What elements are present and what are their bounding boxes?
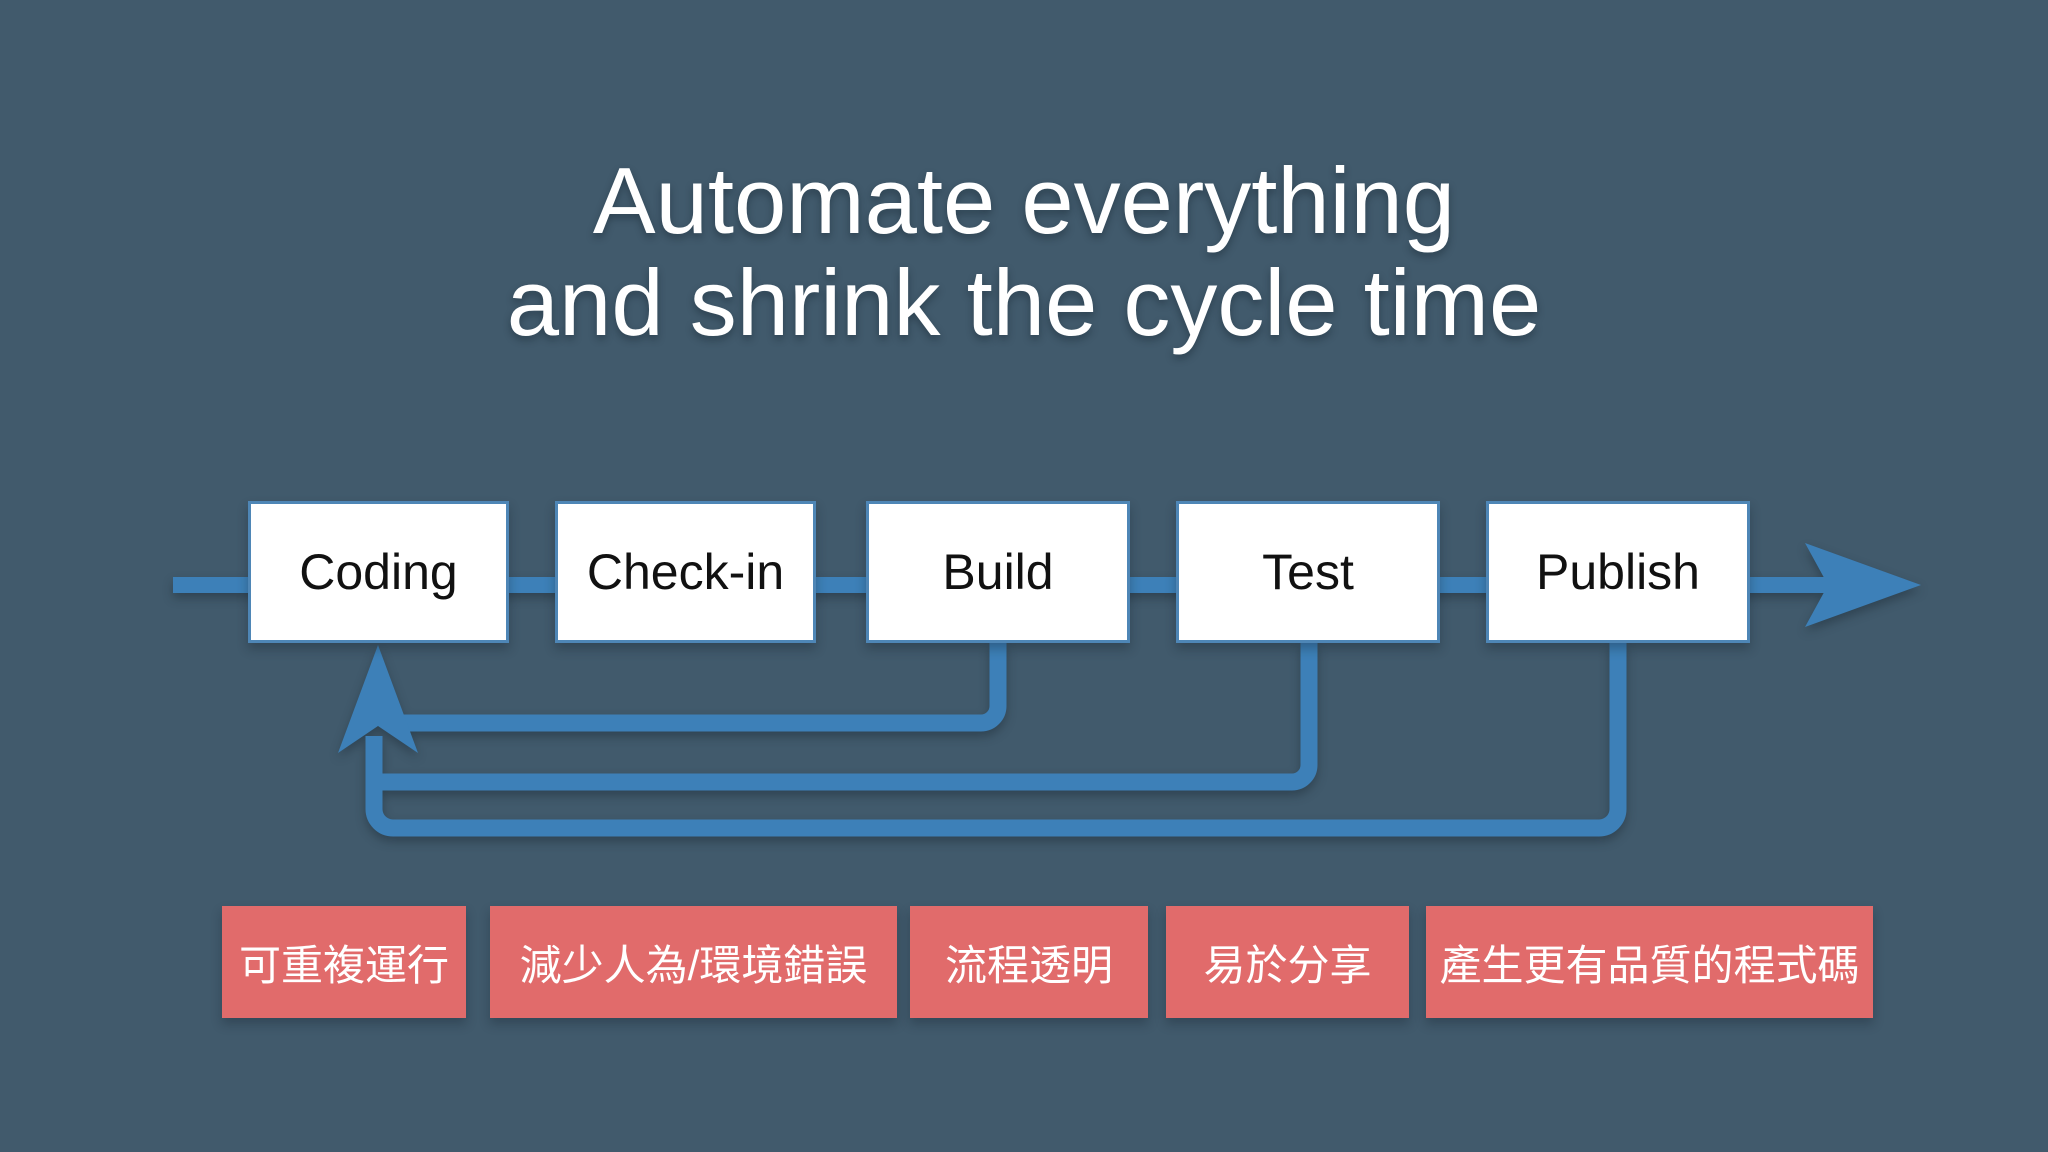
feedback-path-build xyxy=(398,643,1007,732)
benefit-label: 可重複運行 xyxy=(238,941,449,989)
title-line-2: and shrink the cycle time xyxy=(506,250,1542,356)
benefit-box-transparent-process: 流程透明 xyxy=(910,906,1148,1018)
stage-label: Check-in xyxy=(586,544,785,600)
benefit-box-better-code-quality: 產生更有品質的程式碼 xyxy=(1426,906,1873,1018)
benefit-label: 易於分享 xyxy=(1203,941,1372,989)
benefit-label: 流程透明 xyxy=(944,941,1113,989)
benefit-label: 減少人為/環境錯誤 xyxy=(519,941,868,989)
stage-box-coding: Coding xyxy=(248,501,509,643)
benefit-box-fewer-errors: 減少人為/環境錯誤 xyxy=(490,906,897,1018)
feedback-path-test xyxy=(378,643,1318,791)
stage-box-publish: Publish xyxy=(1486,501,1750,643)
feedback-arrowhead-icon xyxy=(338,645,418,753)
stage-label: Test xyxy=(1262,544,1354,600)
stage-label: Publish xyxy=(1536,544,1700,600)
title-line-1: Automate everything xyxy=(592,148,1456,253)
benefit-box-easy-sharing: 易於分享 xyxy=(1166,906,1409,1018)
benefit-box-repeatable: 可重複運行 xyxy=(222,906,466,1018)
benefit-label: 產生更有品質的程式碼 xyxy=(1439,941,1860,989)
feedback-path-publish xyxy=(365,643,1627,837)
stage-box-build: Build xyxy=(866,501,1130,643)
stage-box-check-in: Check-in xyxy=(555,501,816,643)
stage-label: Build xyxy=(942,544,1054,600)
slide-title: Automate everything and shrink the cycle… xyxy=(0,148,2048,356)
forward-arrowhead-icon xyxy=(1805,543,1921,627)
stage-box-test: Test xyxy=(1176,501,1440,643)
stage-label: Coding xyxy=(299,544,458,600)
